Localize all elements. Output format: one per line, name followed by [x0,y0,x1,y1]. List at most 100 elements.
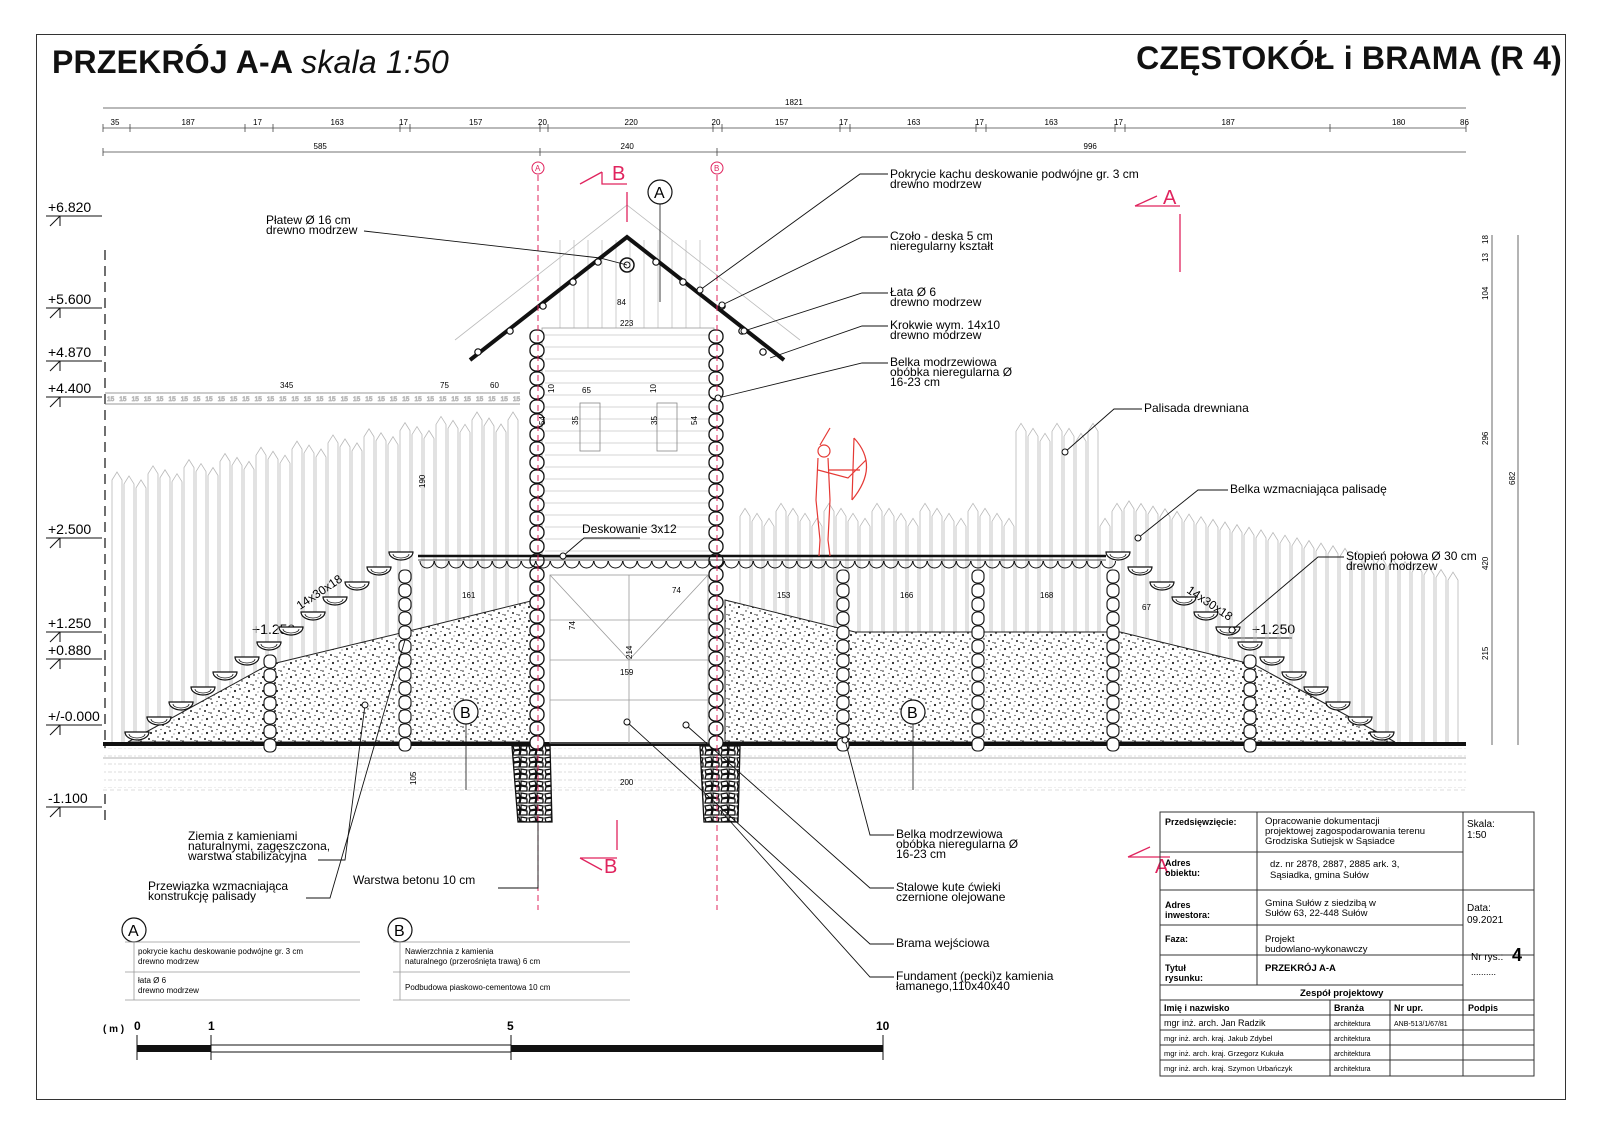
tb-col-header: Podpis [1468,1003,1498,1013]
stairs-right [1105,551,1395,741]
svg-text:+2.500: +2.500 [48,521,91,537]
dim-label: 200 [620,778,634,787]
section-a-bottom-label: A [1155,856,1169,878]
section-marker-a-top [1134,195,1181,272]
dim-label: 585 [314,142,328,151]
dim-label: 18 [1481,235,1490,244]
dim-label: 13 [1481,253,1490,262]
dim-label: 74 [672,586,681,595]
tb-team-cell: architektura [1334,1036,1371,1043]
dim-label: 345 [280,381,294,390]
dim-label: 105 [409,771,418,785]
dim-label: 10 [649,384,658,393]
dim-label: 240 [621,142,635,151]
dim-label: 17 [1114,118,1123,127]
dim-label: 996 [1084,142,1098,151]
dim-label: 215 [1481,646,1490,660]
svg-text:-1.100: -1.100 [48,790,88,806]
section-marker-a-bottom [1127,846,1170,858]
gallery-walkway [263,554,1257,753]
dim-label: 187 [1222,118,1236,127]
dim-label: 35 [571,416,580,425]
scale-bar [136,1035,884,1060]
dim-label: 214 [625,645,634,659]
callout-belka-wzm: Belka wzmacniająca palisadę [1134,482,1387,542]
rail-dim: 15 [144,396,152,403]
stairs-left [124,551,414,741]
dim-label: 157 [469,118,483,127]
rail-dim: 15 [132,396,140,403]
section-b-top-label: B [612,163,625,185]
svg-text:+/-0.000: +/-0.000 [48,708,100,724]
rail-dim: 15 [353,396,361,403]
rail-dim: 15 [328,396,336,403]
dim-label: 10 [547,384,556,393]
tb-team-cell: mgr inż. arch. kraj. Jakub Zdybel [1164,1034,1273,1043]
dim-label: 190 [418,474,427,488]
dim-label: 420 [1481,556,1490,570]
dim-label: 163 [331,118,345,127]
callout-beton-text: Warstwa betonu 10 cm [353,873,475,887]
dim-label: 17 [975,118,984,127]
level-marker: +6.820 [46,199,102,227]
rail-dim: 15 [501,396,509,403]
scale-unit: ( m ) [103,1024,124,1035]
tb-team-cell: architektura [1334,1066,1371,1073]
tb-label-przedsiewziecie: Przedsięwzięcie: [1165,817,1237,827]
svg-text:A: A [654,185,665,202]
gate-roof [454,204,801,362]
rail-dim: 15 [427,396,435,403]
tb-adres: dz. nr 2878, 2887, 2885 ark. 3,Sąsiadka,… [1270,859,1399,881]
dim-label: 159 [620,668,634,677]
svg-text:+0.880: +0.880 [48,642,91,658]
svg-text:B: B [394,923,405,940]
subsoil-layer [103,748,1466,788]
dimension-chain-top [103,107,1466,153]
callout-deskowanie: Deskowanie 3x12 [559,522,677,560]
rail-dim: 15 [304,396,312,403]
scale-tick: 0 [134,1019,141,1033]
scale-tick: 1 [208,1019,215,1033]
tb-zespol: Zespół projektowy [1300,988,1384,999]
title-block-text: Przedsięwzięcie:Opracowanie dokumentacji… [1164,816,1522,1073]
dim-label: 75 [440,381,449,390]
rail-dim: 15 [279,396,287,403]
rail-dim: 15 [451,396,459,403]
legend-b: B [387,917,630,1001]
section-b-bottom-label: B [604,856,617,878]
dimension-row-main: 585 240 996 [102,142,1098,156]
tb-col-header: Nr upr. [1394,1003,1423,1013]
scale-tick: 10 [876,1019,890,1033]
dim-label: 67 [1142,603,1151,612]
dim-label: 220 [625,118,639,127]
callout-palisada-text: Palisada drewniana [1144,401,1249,415]
level-marker: +4.400 [46,380,102,408]
rail-dim: 15 [390,396,398,403]
svg-text:B: B [714,164,719,173]
dim-label: 17 [839,118,848,127]
dim-label: 65 [582,386,591,395]
dim-label: 54 [690,416,699,425]
rail-dim: 15 [193,396,201,403]
dim-label: 180 [1392,118,1406,127]
svg-text:+1.250: +1.250 [48,615,91,631]
callout-pokrycie-text: Pokrycie kachu deskowanie podwójne gr. 3… [890,167,1139,191]
detail-marker-b-right: B [900,699,926,790]
tb-team-cell: architektura [1334,1051,1371,1058]
